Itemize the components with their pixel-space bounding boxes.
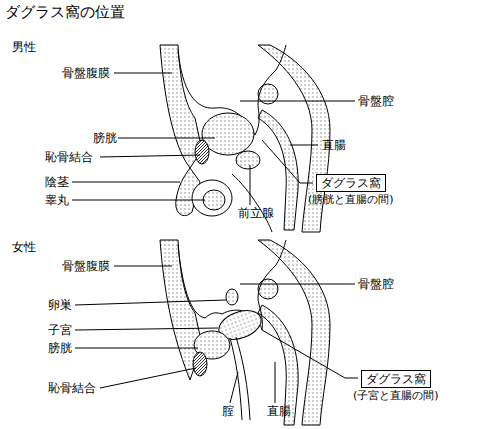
location-box: ダグラス窩(膀胱と直腸の間) <box>308 174 394 207</box>
part-label: 骨盤腹膜 <box>62 259 110 273</box>
part-label: 膀胱 <box>48 341 72 355</box>
pubic-symphysis <box>193 352 207 376</box>
part-label: 前立腺 <box>238 206 274 220</box>
part-label: 直腸 <box>322 138 346 152</box>
part-label: 腟 <box>222 404 234 418</box>
part-label: 卵巣 <box>48 298 72 312</box>
part-label: 恥骨結合 <box>45 150 93 164</box>
testis <box>203 190 225 210</box>
part-label: 恥骨結合 <box>48 381 96 395</box>
scrotum <box>192 180 232 216</box>
part-label: 睾丸 <box>45 193 69 207</box>
box-note: (膀胱と直腸の間) <box>308 193 394 207</box>
perineum <box>232 174 272 232</box>
part-label: 骨盤腔 <box>358 277 394 291</box>
box-heading: ダグラス窩 <box>316 174 386 192</box>
part-label: 男性 <box>12 40 36 54</box>
part-label: 骨盤腔 <box>358 94 394 108</box>
pubic-symphysis <box>195 140 209 164</box>
part-label: 陰茎 <box>45 175 69 189</box>
box-note: (子宮と直腸の間) <box>353 389 439 403</box>
back-wall <box>258 240 330 425</box>
diagram-title: ダグラス窩の位置 <box>5 3 125 21</box>
prostate <box>236 151 260 169</box>
leader-lines <box>72 73 355 205</box>
part-label: 子宮 <box>48 323 72 337</box>
vagina <box>236 337 250 420</box>
part-label: 膀胱 <box>93 131 117 145</box>
part-label: 女性 <box>12 240 36 254</box>
leader-lines <box>75 266 358 403</box>
location-box: ダグラス窩(子宮と直腸の間) <box>353 370 439 403</box>
female-section <box>75 240 358 425</box>
sigmoid-colon <box>258 279 278 299</box>
rectum <box>258 305 298 425</box>
part-label: 直腸 <box>267 404 291 418</box>
part-label: 骨盤腹膜 <box>62 66 110 80</box>
box-heading: ダグラス窩 <box>361 370 431 388</box>
bladder <box>202 113 254 155</box>
ovary <box>226 289 238 305</box>
